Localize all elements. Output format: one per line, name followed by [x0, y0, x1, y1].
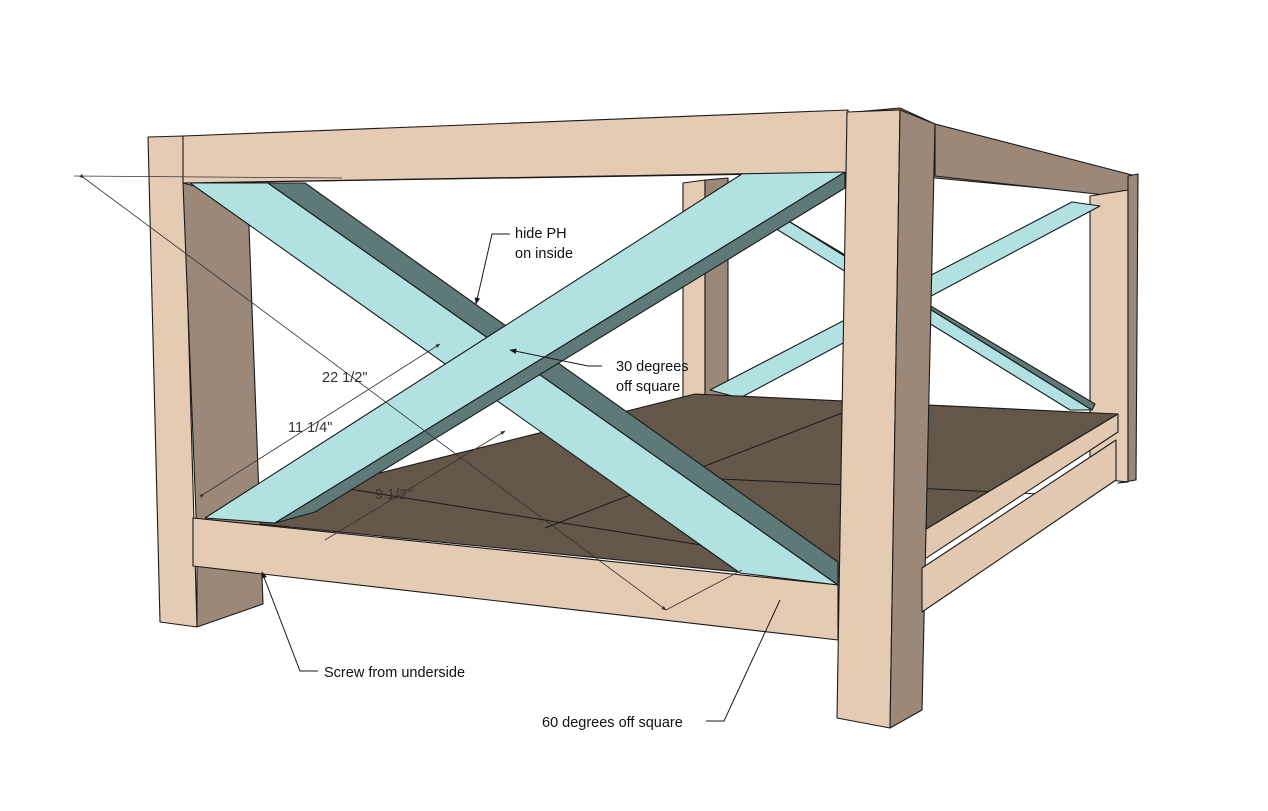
dim-label-half: 11 1/4" [288, 420, 332, 436]
label-hide-ph-line1: hide PH [515, 226, 567, 242]
right-top-rail [934, 123, 1137, 199]
leader-screw-underside [261, 571, 318, 672]
right-bottom-rail [921, 439, 1117, 613]
front-top-rail [182, 109, 849, 184]
label-hide-ph-line2: on inside [515, 246, 573, 262]
dim-line-diagonal-end [665, 569, 743, 611]
label-60-degrees: 60 degrees off square [542, 715, 683, 731]
leader-60-degrees [706, 599, 781, 722]
leader-30-degrees [509, 348, 602, 367]
label-30-degrees-line1: 30 degrees [616, 359, 689, 375]
leader-hide-ph [474, 233, 510, 305]
label-30-degrees-line2: off square [616, 379, 680, 395]
dim-label-diagonal: 22 1/2" [322, 370, 367, 386]
dim-line-half [199, 343, 441, 498]
dim-label-gap: 9 1/2" [375, 487, 412, 503]
dim-line-gap [324, 430, 506, 541]
label-screw-underside: Screw from underside [324, 665, 465, 681]
front-right-leg-front [836, 109, 901, 729]
side-x-brace-b-edge [789, 221, 1096, 411]
back-right-leg-side [1117, 173, 1139, 484]
